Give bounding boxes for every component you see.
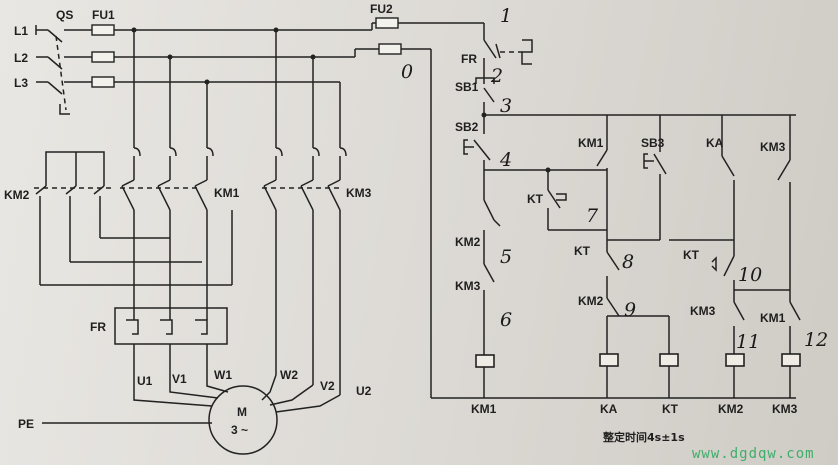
label-l3: L3 bbox=[14, 76, 28, 90]
label-sb2: SB2 bbox=[455, 120, 479, 134]
node-3: 3 bbox=[500, 95, 512, 117]
label-coil-km2: KM2 bbox=[718, 402, 744, 416]
node-6: 6 bbox=[500, 309, 512, 331]
label-u1: U1 bbox=[137, 374, 153, 388]
label-coil-km3: KM3 bbox=[772, 402, 798, 416]
watermark-url: www.dgdqw.com bbox=[692, 446, 815, 462]
label-fu2: FU2 bbox=[370, 2, 393, 16]
label-kt-ctrl3: KT bbox=[683, 248, 700, 262]
timer-setting-caption: 整定时间4s±1s bbox=[602, 430, 685, 444]
label-coil-kt: KT bbox=[662, 402, 679, 416]
node-1: 1 bbox=[500, 5, 512, 27]
label-motor-m: M bbox=[237, 405, 247, 419]
qs-blade-l3 bbox=[47, 81, 63, 95]
label-ka-ctrl: KA bbox=[706, 136, 724, 150]
fu1-fuse-l2 bbox=[91, 51, 115, 63]
label-u2: U2 bbox=[356, 384, 372, 398]
fu2-fuse-1 bbox=[375, 17, 399, 29]
fr-thermal-relay bbox=[114, 307, 228, 345]
node-0: 0 bbox=[401, 61, 413, 83]
label-sb1: SB1 bbox=[455, 80, 479, 94]
label-km1-main: KM1 bbox=[214, 186, 240, 200]
label-coil-km1: KM1 bbox=[471, 402, 497, 416]
coil-km1 bbox=[475, 354, 495, 368]
label-v2: V2 bbox=[320, 379, 335, 393]
label-qs: QS bbox=[56, 8, 73, 22]
fu1-fuse-l3 bbox=[91, 76, 115, 88]
label-km1-ctrl2: KM1 bbox=[760, 311, 786, 325]
label-motor-phase: 3 ~ bbox=[231, 423, 248, 437]
label-km2-ctrl: KM2 bbox=[455, 235, 481, 249]
label-km1-ctrl: KM1 bbox=[578, 136, 604, 150]
label-kt-ctrl2: KT bbox=[574, 244, 591, 258]
node-4: 4 bbox=[499, 149, 512, 171]
control-circuit bbox=[354, 17, 801, 399]
node-7: 7 bbox=[586, 205, 599, 227]
coil-km3 bbox=[781, 353, 801, 367]
node-10: 10 bbox=[738, 264, 762, 286]
coil-kt bbox=[659, 353, 679, 367]
label-l1: L1 bbox=[14, 24, 28, 38]
label-kt-ctrl: KT bbox=[527, 192, 544, 206]
fu1-fuse-l1 bbox=[91, 24, 115, 36]
node-11: 11 bbox=[736, 331, 760, 353]
labels: L1 L2 L3 QS FU1 FU2 KM2 KM1 KM3 FR U1 V1… bbox=[4, 2, 828, 462]
label-km3-ctrl2: KM3 bbox=[455, 279, 481, 293]
label-km2-main: KM2 bbox=[4, 188, 30, 202]
node-2: 2 bbox=[490, 65, 503, 87]
label-sb3: SB3 bbox=[641, 136, 665, 150]
coil-km2 bbox=[725, 353, 745, 367]
node-8: 8 bbox=[622, 251, 634, 273]
label-fr-ctrl: FR bbox=[461, 52, 477, 66]
label-km2-ctrl2: KM2 bbox=[578, 294, 604, 308]
motor-symbol bbox=[208, 385, 278, 455]
qs-blade-l1 bbox=[47, 29, 63, 43]
coil-ka bbox=[599, 353, 619, 367]
label-pe: PE bbox=[18, 417, 34, 431]
label-v1: V1 bbox=[172, 372, 187, 386]
label-fr-main: FR bbox=[90, 320, 106, 334]
node-9: 9 bbox=[624, 299, 636, 321]
label-fu1: FU1 bbox=[92, 8, 115, 22]
label-w2: W2 bbox=[280, 368, 298, 382]
node-12: 12 bbox=[804, 329, 828, 351]
fu2-fuse-0 bbox=[378, 43, 402, 55]
label-km3-main: KM3 bbox=[346, 186, 372, 200]
label-coil-ka: KA bbox=[600, 402, 618, 416]
label-km3-ctrl3: KM3 bbox=[690, 304, 716, 318]
node-5: 5 bbox=[500, 246, 512, 268]
label-w1: W1 bbox=[214, 368, 232, 382]
label-l2: L2 bbox=[14, 51, 28, 65]
power-circuit bbox=[34, 24, 372, 455]
label-km3-ctrl: KM3 bbox=[760, 140, 786, 154]
